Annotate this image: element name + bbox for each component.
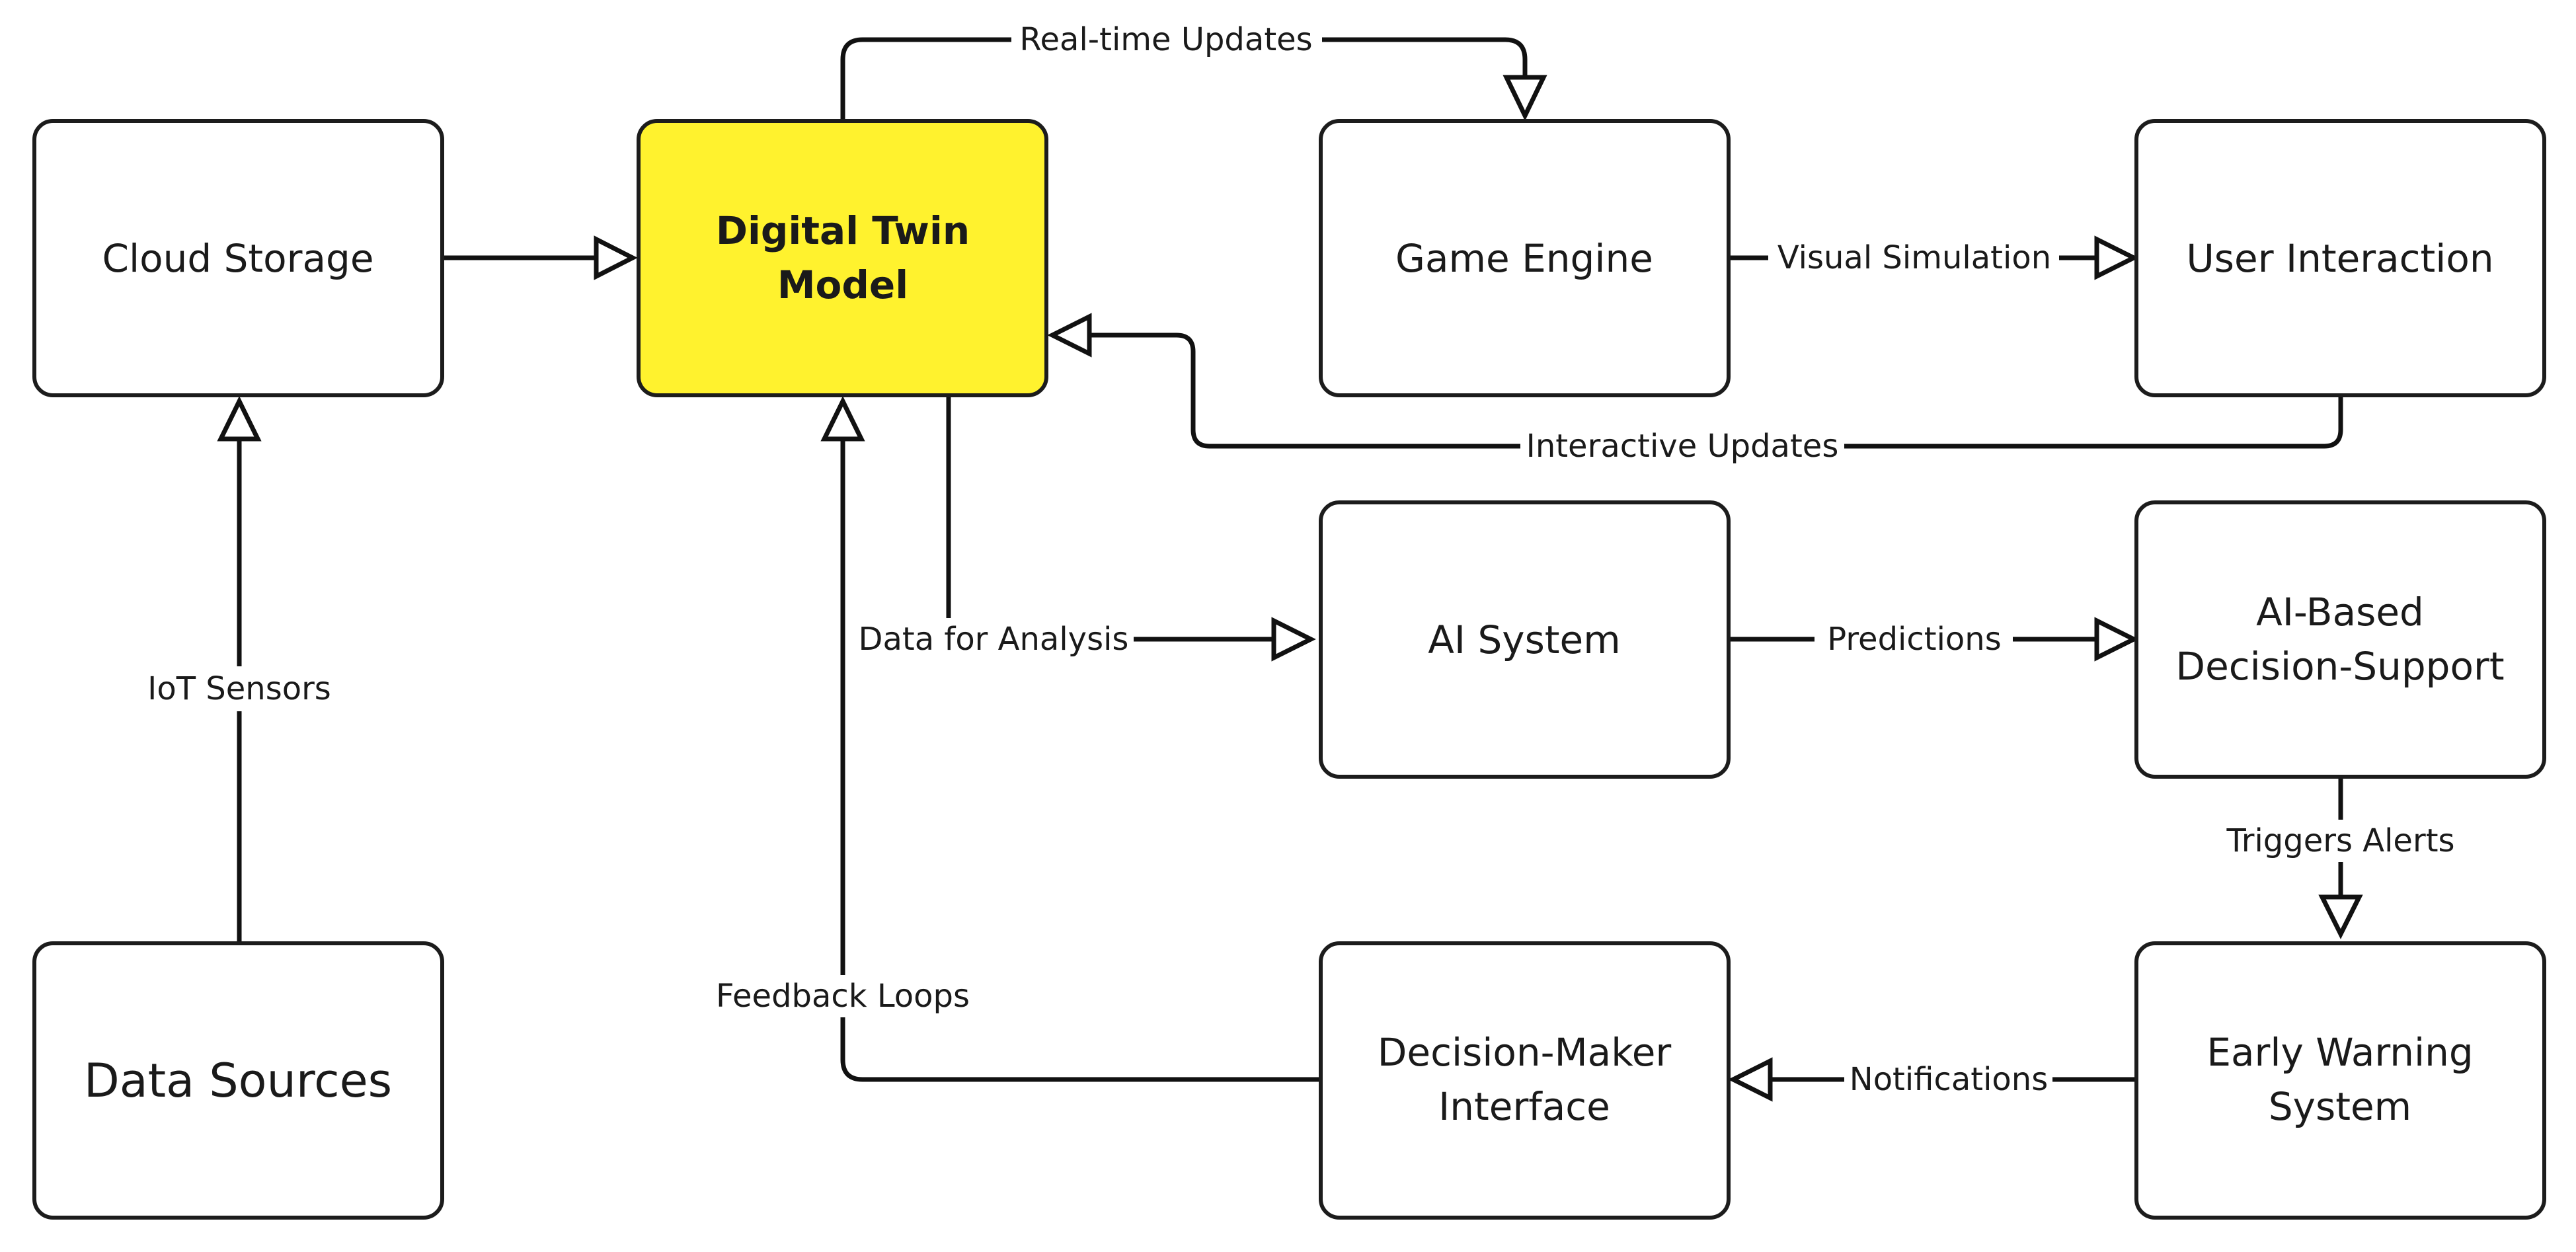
node-ai-system-label: AI System <box>1428 617 1621 662</box>
node-user-interaction: User Interaction <box>2134 119 2546 397</box>
node-cloud-storage-label: Cloud Storage <box>102 236 373 281</box>
node-data-sources-label: Data Sources <box>84 1054 392 1108</box>
label-data-for-analysis: Data for Analysis <box>859 621 1129 658</box>
node-cloud-storage: Cloud Storage <box>32 119 444 397</box>
label-interactive-updates: Interactive Updates <box>1526 428 1839 465</box>
label-iot-sensors: IoT Sensors <box>147 670 331 707</box>
node-decision-maker-line2: Interface <box>1438 1084 1610 1129</box>
node-data-sources: Data Sources <box>32 941 444 1220</box>
arrowhead-left-icon <box>1047 313 1092 358</box>
edge-interactive-updates <box>1087 333 2343 449</box>
node-game-engine: Game Engine <box>1319 119 1731 397</box>
label-visual-simulation: Visual Simulation <box>1777 239 2051 276</box>
node-early-warning-line2: System <box>2269 1084 2411 1129</box>
arrowhead-down-icon <box>2318 894 2363 939</box>
label-predictions: Predictions <box>1827 621 2001 658</box>
node-ai-decision-support-line1: AI-Based <box>2256 590 2424 635</box>
edge-feedback-loops <box>840 440 1319 1082</box>
edge-data-for-analysis <box>946 397 1276 642</box>
label-notifications: Notifications <box>1850 1061 2048 1098</box>
node-digital-twin-line2: Model <box>777 262 908 307</box>
node-game-engine-label: Game Engine <box>1395 236 1653 281</box>
arrowhead-right-icon <box>1271 617 1316 662</box>
arrowhead-left-icon <box>1728 1057 1773 1102</box>
arrowhead-up-icon <box>217 396 262 442</box>
label-triggers-alerts: Triggers Alerts <box>2226 822 2454 859</box>
arrowhead-down-icon <box>1503 75 1547 122</box>
node-ai-decision-support: AI-Based Decision-Support <box>2134 500 2546 779</box>
label-feedback-loops: Feedback Loops <box>716 978 970 1015</box>
arrowheads <box>217 75 2363 1102</box>
edge-labels: Real-time Updates Visual Simulation Inte… <box>139 19 2464 1101</box>
node-decision-maker-line1: Decision-Maker <box>1378 1030 1672 1075</box>
node-early-warning: Early Warning System <box>2134 941 2546 1220</box>
node-digital-twin: Digital Twin Model <box>637 119 1048 397</box>
label-realtime-updates: Real-time Updates <box>1019 21 1312 58</box>
node-early-warning-line1: Early Warning <box>2206 1030 2473 1075</box>
arrowhead-right-icon <box>594 235 638 280</box>
node-user-interaction-label: User Interaction <box>2186 236 2493 281</box>
node-ai-system: AI System <box>1319 500 1731 779</box>
node-digital-twin-line1: Digital Twin <box>716 208 970 253</box>
connectors <box>237 37 2343 1082</box>
arrowhead-right-icon <box>2094 235 2139 280</box>
node-decision-maker: Decision-Maker Interface <box>1319 941 1731 1220</box>
arrowhead-right-icon <box>2094 617 2139 662</box>
arrowhead-up-icon <box>820 396 865 442</box>
node-ai-decision-support-line2: Decision-Support <box>2175 644 2504 689</box>
